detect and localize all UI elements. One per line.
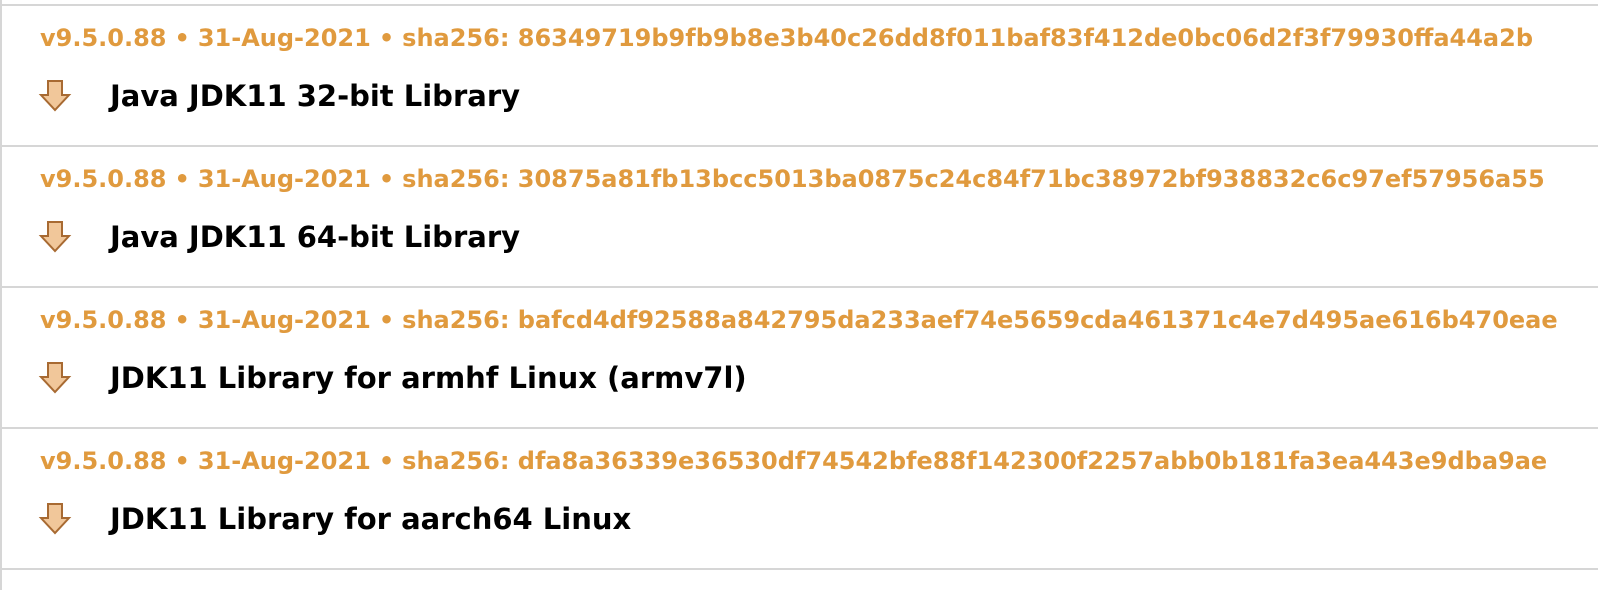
- download-item: v9.5.0.88•31-Aug-2021•sha256: dfa8a36339…: [2, 429, 1598, 570]
- item-version: v9.5.0.88: [40, 306, 167, 334]
- meta-separator: •: [174, 24, 190, 52]
- item-date: 31-Aug-2021: [197, 24, 371, 52]
- item-sha256: sha256: dfa8a36339e36530df74542bfe88f142…: [402, 447, 1548, 475]
- meta-separator: •: [378, 306, 395, 334]
- item-date: 31-Aug-2021: [197, 165, 371, 193]
- item-sha256: sha256: bafcd4df92588a842795da233aef74e5…: [402, 306, 1558, 334]
- meta-separator: •: [174, 306, 190, 334]
- item-title[interactable]: JDK11 Library for aarch64 Linux: [110, 502, 632, 536]
- download-link[interactable]: Java JDK11 32-bit Library: [38, 76, 520, 116]
- item-version: v9.5.0.88: [40, 165, 167, 193]
- download-link[interactable]: JDK11 Library for armhf Linux (armv7l): [38, 358, 747, 398]
- item-date: 31-Aug-2021: [197, 447, 371, 475]
- item-version: v9.5.0.88: [40, 447, 167, 475]
- item-title[interactable]: JDK11 Library for armhf Linux (armv7l): [110, 361, 747, 395]
- download-link[interactable]: JDK11 Library for aarch64 Linux: [38, 499, 631, 539]
- download-item: v9.5.0.88•31-Aug-2021•sha256: bafcd4df92…: [2, 288, 1598, 429]
- download-link[interactable]: Java JDK11 64-bit Library: [38, 217, 520, 257]
- download-arrow-icon[interactable]: [38, 79, 72, 113]
- download-arrow-icon[interactable]: [38, 220, 72, 254]
- meta-separator: •: [378, 165, 395, 193]
- item-meta: v9.5.0.88•31-Aug-2021•sha256: 30875a81fb…: [40, 165, 1545, 193]
- meta-separator: •: [174, 447, 190, 475]
- download-item: v9.5.0.88•31-Aug-2021•sha256: 86349719b9…: [2, 6, 1598, 147]
- item-sha256: sha256: 30875a81fb13bcc5013ba0875c24c84f…: [402, 165, 1545, 193]
- item-title[interactable]: Java JDK11 64-bit Library: [110, 220, 521, 254]
- item-title[interactable]: Java JDK11 32-bit Library: [110, 79, 521, 113]
- download-arrow-icon[interactable]: [38, 361, 72, 395]
- item-version: v9.5.0.88: [40, 24, 167, 52]
- meta-separator: •: [378, 447, 395, 475]
- meta-separator: •: [378, 24, 395, 52]
- item-meta: v9.5.0.88•31-Aug-2021•sha256: 86349719b9…: [40, 24, 1533, 52]
- item-date: 31-Aug-2021: [197, 306, 371, 334]
- download-item: v9.5.0.88•31-Aug-2021•sha256: 30875a81fb…: [2, 147, 1598, 288]
- item-meta: v9.5.0.88•31-Aug-2021•sha256: bafcd4df92…: [40, 306, 1558, 334]
- item-sha256: sha256: 86349719b9fb9b8e3b40c26dd8f011ba…: [402, 24, 1534, 52]
- meta-separator: •: [174, 165, 190, 193]
- download-arrow-icon[interactable]: [38, 502, 72, 536]
- top-divider: [2, 4, 1598, 6]
- item-meta: v9.5.0.88•31-Aug-2021•sha256: dfa8a36339…: [40, 447, 1547, 475]
